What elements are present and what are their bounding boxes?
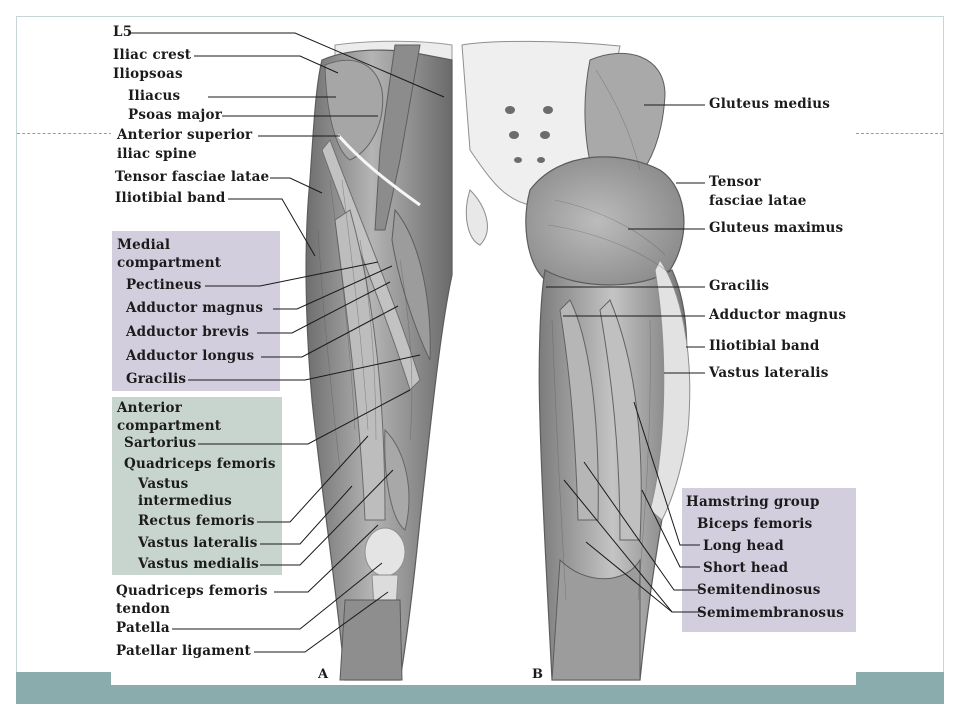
label-l5: L5 [113,24,133,40]
label-semimembranosus: Semimembranosus [697,605,845,621]
label-vastus-lateralis-b: Vastus lateralis [709,365,829,381]
label-long-head: Long head [703,538,784,554]
panel-letter-a: A [318,667,329,682]
label-tfl-line2: fasciae latae [709,193,807,209]
hamstring-group-box [682,488,856,632]
label-psoas-major: Psoas major [128,107,223,123]
label-quad-tendon-line2: tendon [116,601,171,617]
label-gluteus-medius: Gluteus medius [709,96,831,112]
label-asis-line1: Anterior superior [117,127,253,143]
label-patella: Patella [116,620,170,636]
label-patellar-ligament: Patellar ligament [116,643,251,659]
label-iliac-crest: Iliac crest [113,47,192,63]
label-vastus-lateralis-a: Vastus lateralis [138,535,258,551]
medial-compartment-box [112,231,280,391]
label-medial-line1: Medial [117,237,171,253]
label-adductor-brevis: Adductor brevis [126,324,250,340]
label-sartorius: Sartorius [124,435,197,451]
label-iliopsoas: Iliopsoas [113,66,183,82]
label-short-head: Short head [703,560,789,576]
label-anterior-line2: compartment [117,418,222,434]
leader-lines [131,32,705,653]
label-adductor-magnus-a: Adductor magnus [126,300,264,316]
panel-b-thigh [461,40,691,681]
label-vastus-intermedius-line2: intermedius [138,493,232,509]
label-vastus-medialis: Vastus medialis [138,556,259,572]
label-tensor-fasciae-latae: Tensor fasciae latae [115,169,270,185]
label-adductor-magnus-b: Adductor magnus [709,307,847,323]
label-gracilis-a: Gracilis [126,371,187,387]
label-iliotibial-band: Iliotibial band [115,190,226,206]
label-hamstring-group: Hamstring group [686,494,820,510]
label-anterior-line1: Anterior [117,400,183,416]
label-gracilis-b: Gracilis [709,278,770,294]
dashed-rule-left [17,133,112,134]
label-adductor-longus: Adductor longus [126,348,255,364]
label-quad-tendon-line1: Quadriceps femoris [116,583,268,599]
label-asis-line2: iliac spine [117,146,197,162]
label-iliotibial-band-b: Iliotibial band [709,338,820,354]
label-biceps-femoris: Biceps femoris [697,516,813,532]
label-rectus-femoris: Rectus femoris [138,513,255,529]
label-pectineus: Pectineus [126,277,202,293]
label-tfl-line1: Tensor [709,174,761,190]
label-gluteus-maximus: Gluteus maximus [709,220,844,236]
dashed-rule-right [856,133,943,134]
panel-letter-b: B [532,667,543,682]
label-semitendinosus: Semitendinosus [697,582,821,598]
anterior-compartment-box [112,397,282,575]
label-medial-line2: compartment [117,255,222,271]
label-iliacus: Iliacus [128,88,181,104]
panel-a-thigh [305,40,453,681]
label-quadriceps-femoris: Quadriceps femoris [124,456,276,472]
label-vastus-intermedius-line1: Vastus [138,476,189,492]
